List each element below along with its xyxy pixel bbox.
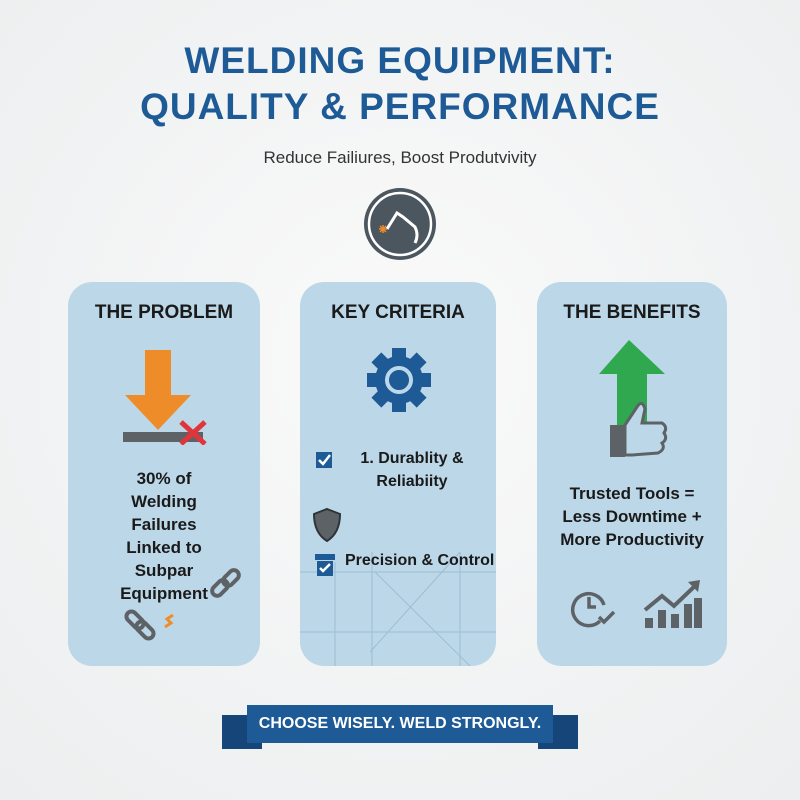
card-heading: THE PROBLEM (94, 302, 234, 323)
shield-icon (312, 507, 342, 543)
problem-text: 30% of Welding Failures Linked to Subpar… (68, 467, 260, 605)
text-line: Equipment (120, 584, 208, 603)
text-line: More Productivity (560, 530, 704, 549)
card-heading: KEY CRITERIA (331, 302, 465, 323)
title-line-1: WELDING EQUIPMENT: (184, 40, 616, 81)
gear-icon (367, 348, 431, 412)
criteria-card: KEY CRITERIA 1. Durablity & Reliabiity P… (300, 282, 496, 666)
text-line: Reliabiity (376, 473, 448, 490)
broken-chain-icon (124, 609, 174, 641)
problem-card: THE PROBLEM 30% of Welding Failures Link… (68, 282, 260, 666)
text-line: 1. Durablity & (360, 450, 464, 467)
text-line: Less Downtime + (562, 507, 702, 526)
card-heading: THE BENEFITS (563, 302, 701, 323)
text-line: Subpar (134, 561, 194, 580)
text-line: Trusted Tools = (569, 484, 695, 503)
text-line: Failures (131, 515, 197, 534)
welding-torch-icon (364, 188, 436, 260)
subtitle: Reduce Failiures, Boost Produtvivity (263, 148, 537, 167)
page-title: WELDING EQUIPMENT: QUALITY & PERFORMANCE (0, 38, 800, 130)
slogan-banner: CHOOSE WISELY. WELD STRONGLY. (247, 705, 553, 743)
cross-icon (179, 420, 207, 445)
up-arrow-icon (599, 340, 668, 457)
checklist-icon (315, 554, 335, 576)
grid-lines-decoration (300, 552, 496, 666)
criteria-item-precision: Precision & Control (345, 552, 495, 569)
thumbs-up-icon (610, 402, 668, 457)
title-line-2: QUALITY & PERFORMANCE (140, 86, 660, 127)
chain-link-icon (210, 568, 241, 598)
criteria-item-durability: 1. Durablity & Reliabiity (342, 447, 482, 493)
text-line: 30% of (136, 469, 192, 488)
benefits-text: Trusted Tools = Less Downtime + More Pro… (537, 482, 727, 551)
text-line: Welding (131, 492, 197, 511)
growth-chart-icon (643, 580, 702, 628)
checkbox-icon (316, 452, 332, 468)
text-line: Linked to (126, 538, 202, 557)
clock-check-icon (570, 591, 616, 628)
benefits-card: THE BENEFITS Trusted Tools = Less Downti… (537, 282, 727, 666)
down-arrow-icon (123, 350, 207, 445)
